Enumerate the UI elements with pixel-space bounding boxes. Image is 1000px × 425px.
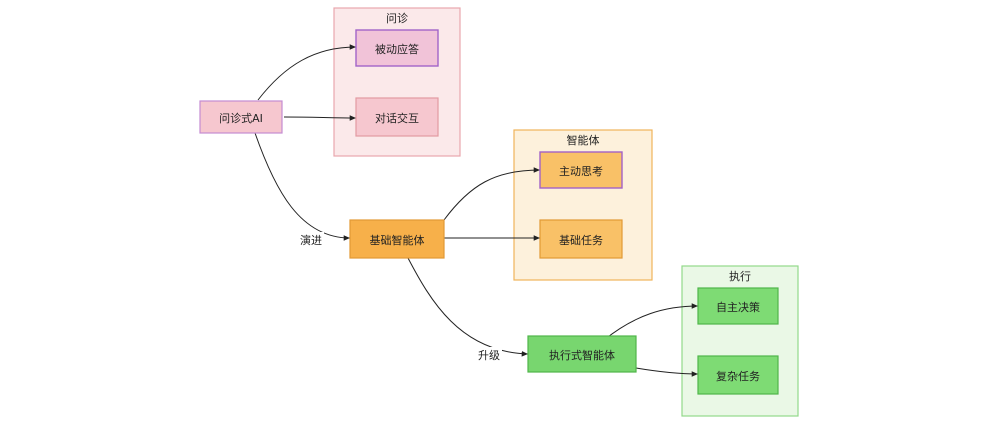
node-complex-task-box — [697, 355, 779, 395]
node-self-decide-box — [697, 287, 779, 325]
node-self-decide-label: 自主决策 — [716, 301, 760, 314]
group-consult-title: 问诊 — [386, 12, 408, 25]
node-dialog-interact-label: 对话交互 — [375, 112, 419, 125]
node-consult-ai-label: 问诊式AI — [219, 112, 263, 125]
node-active-think-box — [539, 151, 623, 189]
node-passive-answer-box — [355, 29, 439, 67]
edge-basic-to-exec-agent — [407, 257, 529, 357]
edge-consult-to-basic-agent — [254, 132, 351, 241]
node-complex-task-label: 复杂任务 — [716, 370, 760, 383]
node-passive-answer-label: 被动应答 — [375, 43, 419, 56]
node-basic-task-label: 基础任务 — [559, 234, 603, 247]
edge-label-evolve: 演进 — [298, 232, 324, 248]
node-exec-agent-box — [527, 335, 637, 373]
node-consult-ai-box — [199, 100, 283, 134]
node-active-think-label: 主动思考 — [559, 165, 603, 178]
group-agent-title: 智能体 — [566, 134, 600, 147]
edge-basic-to-active-think — [443, 167, 541, 221]
node-basic-task-box — [539, 219, 623, 259]
edge-exec-to-complex-task — [635, 367, 699, 377]
node-basic-agent-box — [349, 219, 445, 259]
node-dialog-interact-box — [355, 97, 439, 137]
edge-consult-to-dialog — [283, 115, 357, 121]
edge-consult-to-passive — [257, 44, 357, 101]
group-exec-title: 执行 — [729, 270, 751, 283]
node-basic-agent-label: 基础智能体 — [369, 234, 425, 247]
edge-label-upgrade: 升级 — [476, 347, 502, 363]
edge-exec-to-self-decide — [603, 303, 699, 341]
node-exec-agent-label: 执行式智能体 — [549, 349, 615, 362]
